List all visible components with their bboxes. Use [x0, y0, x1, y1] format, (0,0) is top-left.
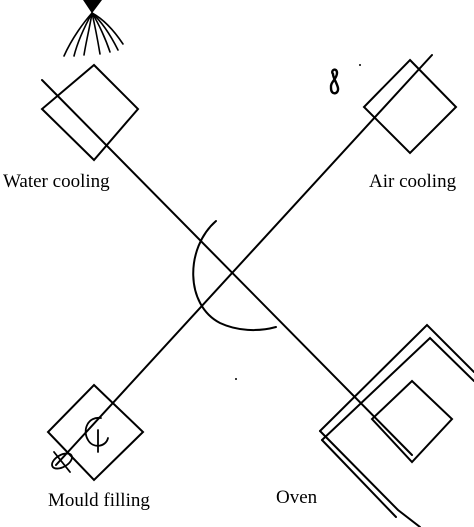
mould-filling-mould	[46, 383, 145, 482]
arm-air-cooling-to-mould-filling	[55, 54, 433, 466]
water-spray-icon	[63, 0, 124, 57]
fan-icon	[329, 68, 340, 95]
central-hub-arc	[192, 220, 277, 332]
water-cooling-mould	[40, 63, 140, 162]
air-cooling-label: Air cooling	[369, 171, 457, 192]
oven-mould	[370, 379, 454, 464]
mould-filler-icon	[51, 417, 109, 473]
oven-enclosure	[319, 323, 474, 527]
stray-dot	[235, 378, 237, 380]
arm-water-cooling-to-oven	[41, 79, 413, 456]
stray-dot	[359, 64, 361, 66]
oven-label: Oven	[276, 487, 318, 508]
water-cooling-label: Water cooling	[3, 171, 110, 192]
air-cooling-mould	[362, 58, 458, 155]
mould-filling-label: Mould filling	[48, 490, 150, 511]
